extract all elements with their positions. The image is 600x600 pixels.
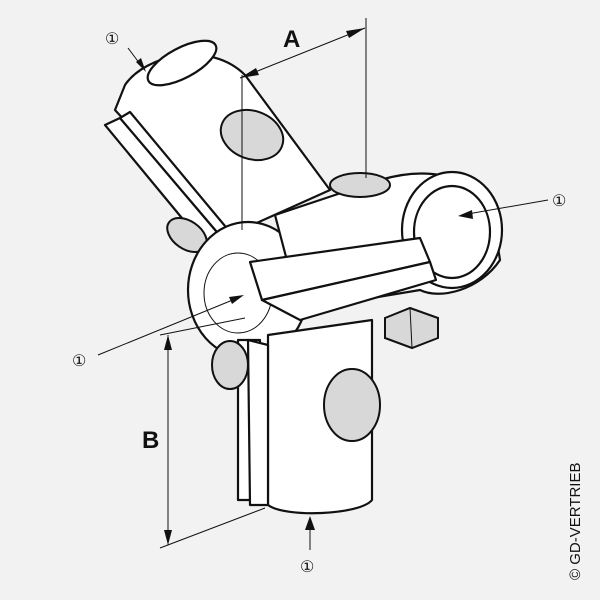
- callout-1-right: ①: [552, 193, 566, 210]
- callout-leaders: [97, 47, 549, 550]
- copyright-text: © GD-VERTRIEB: [567, 463, 584, 580]
- callout-1-left: ①: [72, 353, 86, 370]
- lower-clamp: [211, 338, 270, 507]
- right-tube: [248, 170, 504, 322]
- label-a: A: [283, 26, 300, 53]
- dimension-b: [159, 317, 266, 549]
- nut: [384, 306, 439, 350]
- right-tab: [329, 172, 391, 198]
- dimension-a: [239, 18, 367, 230]
- label-b: B: [142, 427, 159, 454]
- upper-bolt-head: [219, 108, 285, 162]
- lower-tube: [266, 318, 381, 515]
- callout-1-bottom: ①: [300, 559, 314, 576]
- callout-1-top: ①: [105, 31, 119, 48]
- upper-clamp: [103, 110, 232, 254]
- lower-bolt-head: [323, 368, 381, 442]
- upper-tube: [113, 39, 332, 237]
